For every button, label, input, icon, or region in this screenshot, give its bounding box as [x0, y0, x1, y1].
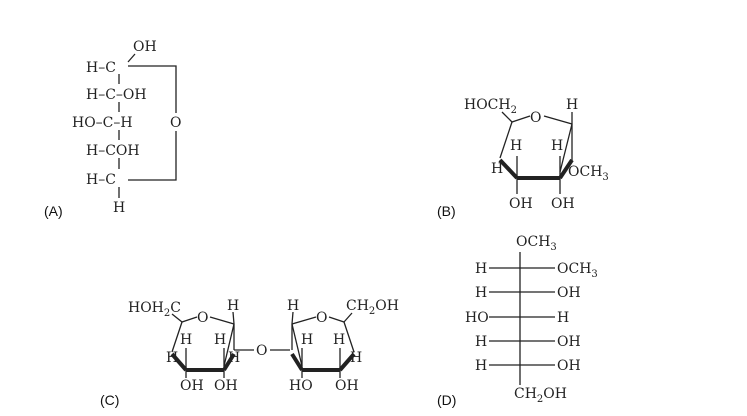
- c-h1-c: H: [166, 350, 178, 366]
- a-bonds: [118, 53, 177, 198]
- a-c3: HO–C–H: [72, 115, 133, 131]
- c-ring1-o: O: [197, 310, 208, 326]
- b-h-left: H: [491, 161, 503, 177]
- a-c1-oh: OH: [133, 39, 157, 55]
- b-h-c1: H: [566, 97, 578, 113]
- label-b: (B): [437, 203, 456, 219]
- d-r2-left: H: [475, 285, 487, 301]
- d-r5-left: H: [475, 358, 487, 374]
- d-top-och3: OCH3: [516, 234, 557, 253]
- c-oh-2a: HO: [289, 378, 313, 394]
- d-r3-right: H: [557, 310, 569, 326]
- a-ring-o: O: [170, 115, 181, 131]
- structure-d: OCH3 H OCH3 H OH HO H H OH H OH CH2OH (D…: [437, 234, 598, 408]
- c-bonds: [170, 311, 356, 378]
- b-och3: OCH3: [568, 164, 609, 183]
- c-oh-2b: OH: [335, 378, 359, 394]
- b-h-c2: H: [551, 138, 563, 154]
- d-bottom: CH2OH: [514, 386, 567, 405]
- structure-b: HOCH2 O H H H H OCH3 OH OH (B): [437, 97, 609, 219]
- a-c5: H–C: [86, 172, 116, 188]
- label-a: (A): [44, 203, 63, 219]
- c-h1-top: H: [227, 298, 239, 314]
- label-c: (C): [100, 392, 119, 408]
- b-ring-o: O: [530, 110, 541, 126]
- d-r2-right: OH: [557, 285, 581, 301]
- b-hoch2: HOCH2: [464, 97, 517, 116]
- b-oh1: OH: [509, 196, 533, 212]
- d-r4-left: H: [475, 334, 487, 350]
- d-r4-right: OH: [557, 334, 581, 350]
- c-oh-1b: OH: [214, 378, 238, 394]
- a-c2: H–C–OH: [86, 87, 147, 103]
- b-oh2: OH: [551, 196, 575, 212]
- c-h2-a: H: [301, 332, 313, 348]
- b-bonds: [498, 111, 574, 194]
- a-c4: H–COH: [86, 143, 140, 159]
- label-d: (D): [437, 392, 456, 408]
- c-h2-top: H: [287, 298, 299, 314]
- d-r3-left: HO: [465, 310, 489, 326]
- structure-c: HOH2C O H H H H H OH OH O H O CH2OH H H …: [100, 298, 399, 408]
- c-h1-b: H: [214, 332, 226, 348]
- c-h1-a: H: [180, 332, 192, 348]
- structure-a: OH H–C H–C–OH HO–C–H H–COH H–C H O (A): [44, 39, 181, 219]
- c-h2-b: H: [333, 332, 345, 348]
- c-bridge-o: O: [256, 343, 267, 359]
- c-hoh2c: HOH2C: [128, 300, 181, 319]
- d-bonds: [489, 252, 555, 385]
- c-ring2-o: O: [316, 310, 327, 326]
- a-c5-h: H: [113, 200, 125, 216]
- d-r5-right: OH: [557, 358, 581, 374]
- d-r1-left: H: [475, 261, 487, 277]
- b-h-c4: H: [510, 138, 522, 154]
- c-oh-1a: OH: [180, 378, 204, 394]
- a-c1-h: H–C: [86, 60, 116, 76]
- d-r1-right: OCH3: [557, 261, 598, 280]
- c-ch2oh: CH2OH: [346, 298, 399, 317]
